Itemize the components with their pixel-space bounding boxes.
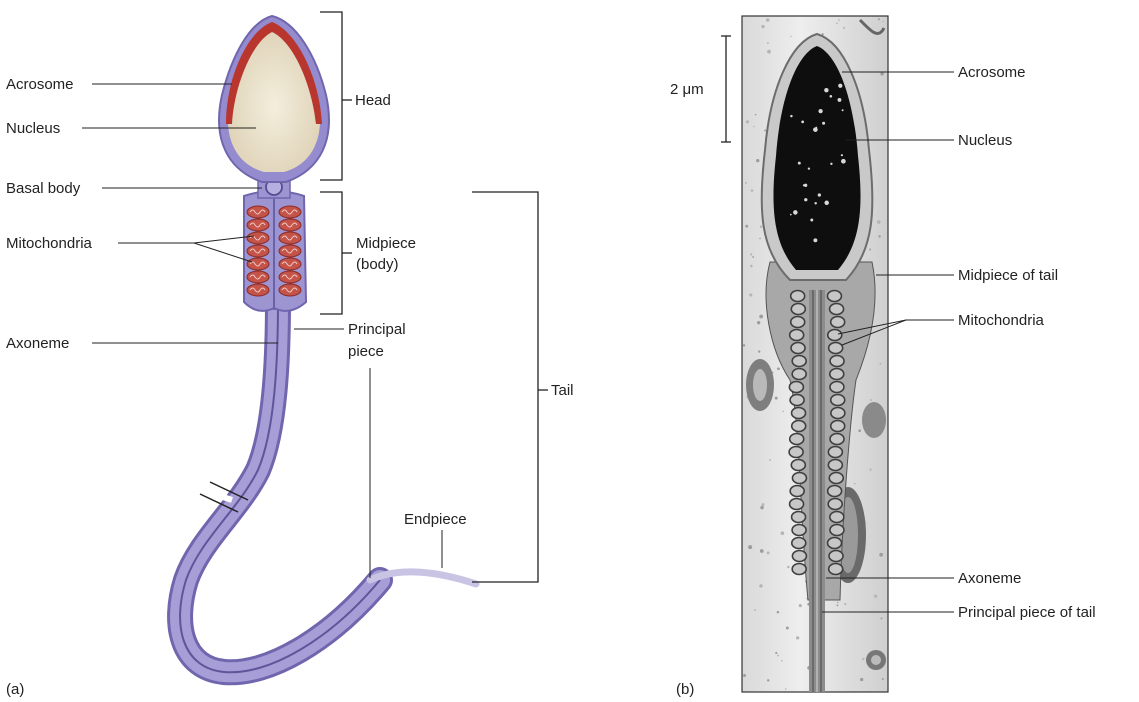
em-mitochondrion <box>792 356 806 367</box>
em-mitochondrion <box>791 317 805 328</box>
em-mitochondrion <box>792 473 806 484</box>
em-mitochondrion <box>827 291 841 302</box>
label-principal: Principal <box>348 321 406 338</box>
label-basal-body: Basal body <box>6 180 81 197</box>
em-mitochondrion <box>830 382 844 393</box>
em-mitochondrion <box>789 382 803 393</box>
scale-bar-label: 2 μm <box>670 81 704 98</box>
em-mitochondrion <box>828 538 842 549</box>
em-mitochondrion <box>791 304 805 315</box>
em-mitochondrion <box>792 408 806 419</box>
em-mitochondrion <box>828 460 842 471</box>
em-mitochondrion <box>791 460 805 471</box>
panel-label-a: (a) <box>6 681 24 698</box>
label-mitochondria: Mitochondria <box>6 235 93 252</box>
em-mitochondrion <box>791 291 805 302</box>
label-em-acrosome: Acrosome <box>958 64 1026 81</box>
label-em-mitochondria: Mitochondria <box>958 312 1045 329</box>
em-mitochondrion <box>792 421 806 432</box>
em-mitochondrion <box>828 447 842 458</box>
em-mitochondrion <box>831 317 845 328</box>
em-mitochondrion <box>829 551 843 562</box>
em-mitochondrion <box>830 369 844 380</box>
em-mitochondrion <box>790 499 804 510</box>
em-mitochondrion <box>789 447 803 458</box>
em-mitochondrion <box>830 356 844 367</box>
em-mitochondrion <box>831 421 845 432</box>
em-mitochondrion <box>829 343 843 354</box>
em-mitochondrion <box>830 525 844 536</box>
em-mitochondrion <box>829 473 843 484</box>
label-endpiece: Endpiece <box>404 511 467 528</box>
scale-bar <box>721 36 731 142</box>
em-mitochondrion <box>831 408 845 419</box>
em-mitochondrion <box>830 512 844 523</box>
em-mitochondrion <box>792 512 806 523</box>
label-em-principal: Principal piece of tail <box>958 604 1096 621</box>
em-mitochondrion <box>792 551 806 562</box>
label-principal-piece: piece <box>348 343 384 360</box>
label-em-nucleus: Nucleus <box>958 132 1012 149</box>
em-mitochondrion <box>828 499 842 510</box>
em-mitochondrion <box>828 486 842 497</box>
sperm-illustration <box>180 16 476 672</box>
label-em-midpiece: Midpiece of tail <box>958 267 1058 284</box>
em-mitochondrion <box>830 434 844 445</box>
em-mitochondrion <box>829 564 843 575</box>
electron-micrograph <box>721 16 888 692</box>
em-mitochondrion <box>790 434 804 445</box>
label-midpiece-body: (body) <box>356 256 399 273</box>
em-mitochondrion <box>831 395 845 406</box>
em-mitochondrion <box>792 564 806 575</box>
em-mitochondrion <box>792 369 806 380</box>
label-nucleus: Nucleus <box>6 120 60 137</box>
label-head: Head <box>355 92 391 109</box>
em-mitochondrion <box>828 330 842 341</box>
em-mitochondrion <box>792 538 806 549</box>
panel-label-b: (b) <box>676 681 694 698</box>
em-mitochondrion <box>790 330 804 341</box>
midpiece-bracket <box>320 192 342 314</box>
em-mitochondrion <box>791 343 805 354</box>
label-midpiece: Midpiece <box>356 235 416 252</box>
label-axoneme: Axoneme <box>6 335 69 352</box>
em-mitochondrion <box>830 304 844 315</box>
em-mitochondrion <box>790 395 804 406</box>
em-mitochondrion <box>792 525 806 536</box>
tail-bracket <box>472 192 538 582</box>
label-tail: Tail <box>551 382 574 399</box>
label-em-axoneme: Axoneme <box>958 570 1021 587</box>
label-acrosome: Acrosome <box>6 76 74 93</box>
em-mitochondrion <box>790 486 804 497</box>
